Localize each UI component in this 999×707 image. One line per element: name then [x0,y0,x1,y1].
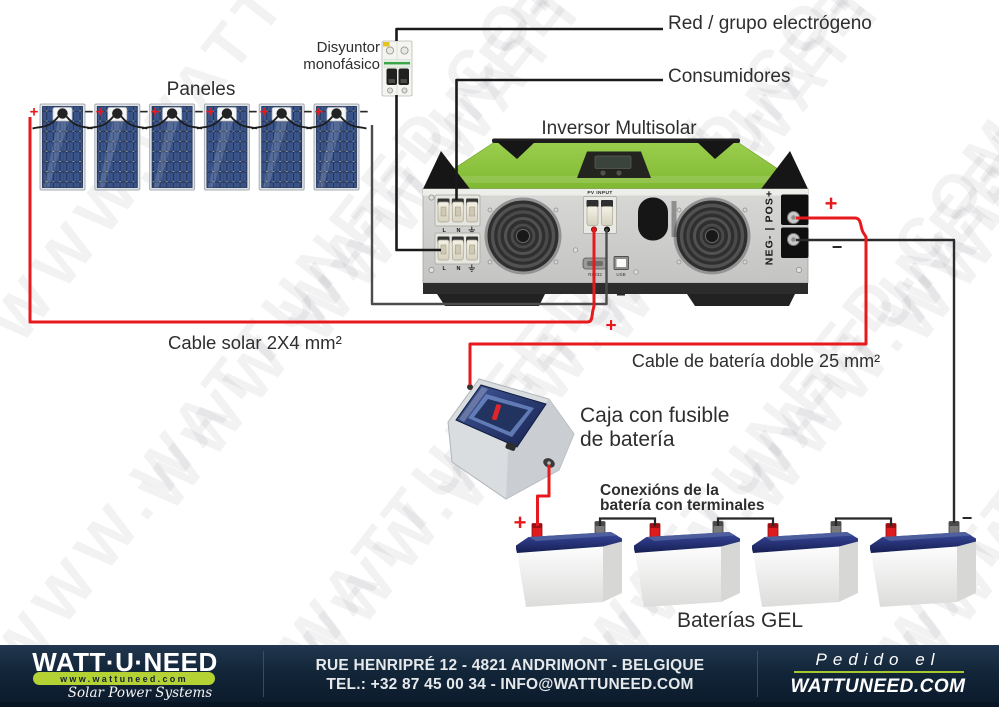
solar-panel [149,103,196,191]
footer-address: RUE HENRIPRÉ 12 - 4821 ANDRIMONT - BELGI… [315,657,705,674]
panel-jumper-wire [196,115,224,130]
polarity-mark: − [303,103,313,121]
solar-cable-label: Cable solar 2X4 mm² [168,332,342,353]
vent [638,197,668,241]
polarity-mark: + [824,191,838,216]
inverter-base [423,283,808,294]
fusebox-label: Caja con fusible de batería [580,404,729,452]
fan [673,197,751,275]
battery-bridge-wire [598,517,657,526]
polarity-mark: + [513,510,527,535]
footer-address-block: RUE HENRIPRÉ 12 - 4821 ANDRIMONT - BELGI… [263,656,757,694]
breaker-label-line2: monofásico [303,56,380,73]
fusebox-to-battery-wire [536,465,551,526]
grid-wire [395,27,663,41]
terminal-label-n: N [457,266,461,272]
dc-terminal-block: NEG- | POS+ [764,190,809,265]
polarity-mark: − [84,103,94,121]
polarity-mark: + [259,103,269,121]
footer-contact: TEL.: +32 87 45 00 34 - INFO@WATTUNEED.C… [326,676,694,693]
polarity-mark: − [139,103,149,121]
connections-label: Conexións de la batería con terminales [600,482,765,514]
usb-port: USB [613,256,629,277]
ac-terminal-block: L N [434,232,481,272]
panel-jumper-wire [251,115,279,130]
solar-panel [203,103,250,191]
fusebox-label-line2: de batería [580,428,675,451]
pv-input-block: PV INPUT [583,190,617,234]
footer-divider [757,651,758,697]
nameplate [671,201,677,237]
footer-bar: WATT·U·NEED www.wattuneed.com Solar Powe… [0,645,999,707]
panel-jumper-wire [306,115,334,130]
footer-pedido: Pedido el [815,650,941,669]
polarity-mark: − [961,508,973,528]
inverter-display [577,151,651,178]
fusebox-input-connector [467,384,473,390]
panel-jumper-wire [141,115,169,130]
brand-tagline: Solar Power Systems [67,685,213,701]
polarity-mark: + [150,103,160,121]
polarity-mark: + [605,315,617,337]
connections-label-line2: batería con terminales [600,496,765,514]
gel-battery [516,521,622,607]
panel-jumper-wire [87,115,114,130]
fuse-handle [492,404,501,421]
polarity-mark: − [359,103,369,121]
consumers-wire [455,78,663,200]
brand-url-badge: www.wattuneed.com [33,672,215,685]
pv-positive-wire [28,117,596,324]
ground-icon [468,226,475,234]
terminal-label-n: N [457,228,461,234]
inverter: L N L N PV INPUT [421,138,809,306]
fan [484,197,562,275]
usb-label: USB [616,272,625,277]
battery-bridge-wire [716,517,775,526]
neg-pos-label: NEG- | POS+ [764,190,776,265]
fusebox-label-line1: Caja con fusible [580,404,730,427]
battery-positive-wire [468,216,868,385]
battery-bridge-wire [834,517,893,526]
battery-cable-label: Cable de batería doble 25 mm² [631,351,881,371]
connections-label-line1: Conexións de la [600,482,719,499]
footer-divider [263,651,264,697]
gel-battery [752,521,858,607]
terminal-label-l: L [443,228,447,234]
polarity-mark: + [314,103,324,121]
pv-input-label: PV INPUT [587,190,612,196]
batteries-label: Baterías GEL [676,609,804,632]
footer-site: WATTUNEED.COM [790,676,966,697]
circuit-breaker [381,40,413,97]
polarity-mark: + [205,103,215,121]
gel-battery [634,521,740,607]
battery-negative-wire [796,238,956,523]
panel-jumper-wire [339,115,367,130]
polarity-mark: − [248,103,258,121]
inverter-label: Inversor Multisolar [541,118,697,139]
polarity-mark: − [616,287,626,304]
solar-panel [258,103,305,191]
ground-icon [468,264,475,272]
breaker-label: Disyuntor monofásico [255,39,380,73]
panel-jumper-wire [32,115,60,130]
grid-label: Red / grupo electrógeno [668,13,872,34]
ac-terminal-block: L N [434,194,481,234]
polarity-mark: + [29,103,39,121]
polarity-mark: − [831,237,843,257]
pv-negative-wire [370,125,608,306]
breaker-label-line1: Disyuntor [316,39,380,56]
terminal-label-l: L [443,266,447,272]
solar-panel [39,103,86,191]
polarity-mark: − [194,103,204,121]
polarity-mark: + [95,103,105,121]
footer-green-underline [794,671,964,673]
consumers-label: Consumidores [668,66,791,87]
gel-battery [870,521,976,607]
wiring-diagram: L N L N PV INPUT [28,27,976,607]
breaker-to-inverter-wire [395,95,441,252]
panels-label: Paneles [166,79,236,100]
battery-fuse-box [447,378,575,500]
